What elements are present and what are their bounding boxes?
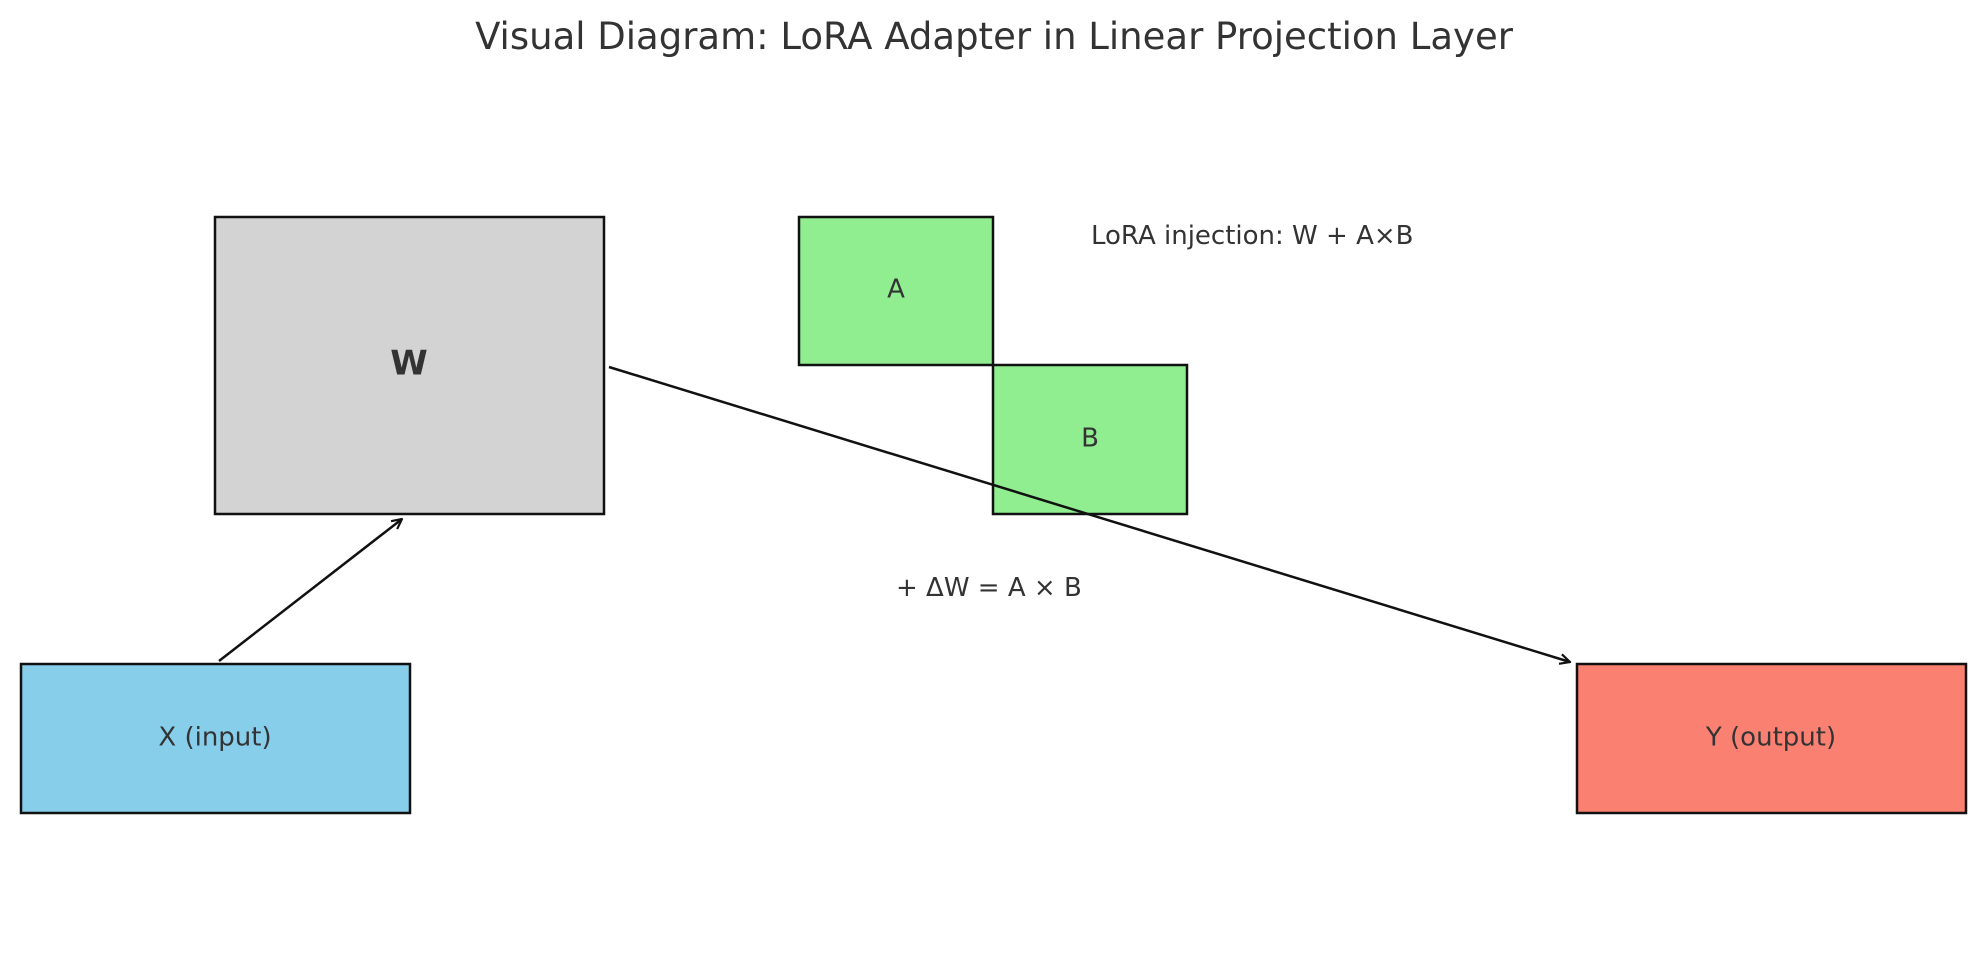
lora-a-label: A bbox=[887, 275, 905, 305]
input-label: X (input) bbox=[158, 723, 271, 753]
weight-matrix-node: W bbox=[213, 215, 606, 516]
weight-to-output-arrow bbox=[608, 365, 1570, 662]
weight-matrix-box bbox=[213, 215, 606, 516]
output-label: Y (output) bbox=[1705, 723, 1836, 753]
diagram-title: Visual Diagram: LoRA Adapter in Linear P… bbox=[475, 15, 1514, 58]
lora-b-box bbox=[991, 363, 1189, 516]
lora-b-node: B bbox=[991, 363, 1189, 516]
lora-a-node: A bbox=[797, 215, 995, 367]
input-box bbox=[19, 662, 412, 815]
input-to-weight-arrow bbox=[218, 519, 402, 662]
input-node: X (input) bbox=[19, 662, 412, 815]
output-box bbox=[1575, 662, 1968, 815]
lora-a-box bbox=[797, 215, 995, 367]
output-node: Y (output) bbox=[1575, 662, 1968, 815]
lora-injection-annotation: LoRA injection: W + A×B bbox=[1091, 221, 1413, 251]
lora-b-label: B bbox=[1081, 424, 1099, 454]
weight-matrix-label: W bbox=[390, 344, 428, 384]
delta-w-annotation: + ΔW = A × B bbox=[896, 573, 1082, 603]
